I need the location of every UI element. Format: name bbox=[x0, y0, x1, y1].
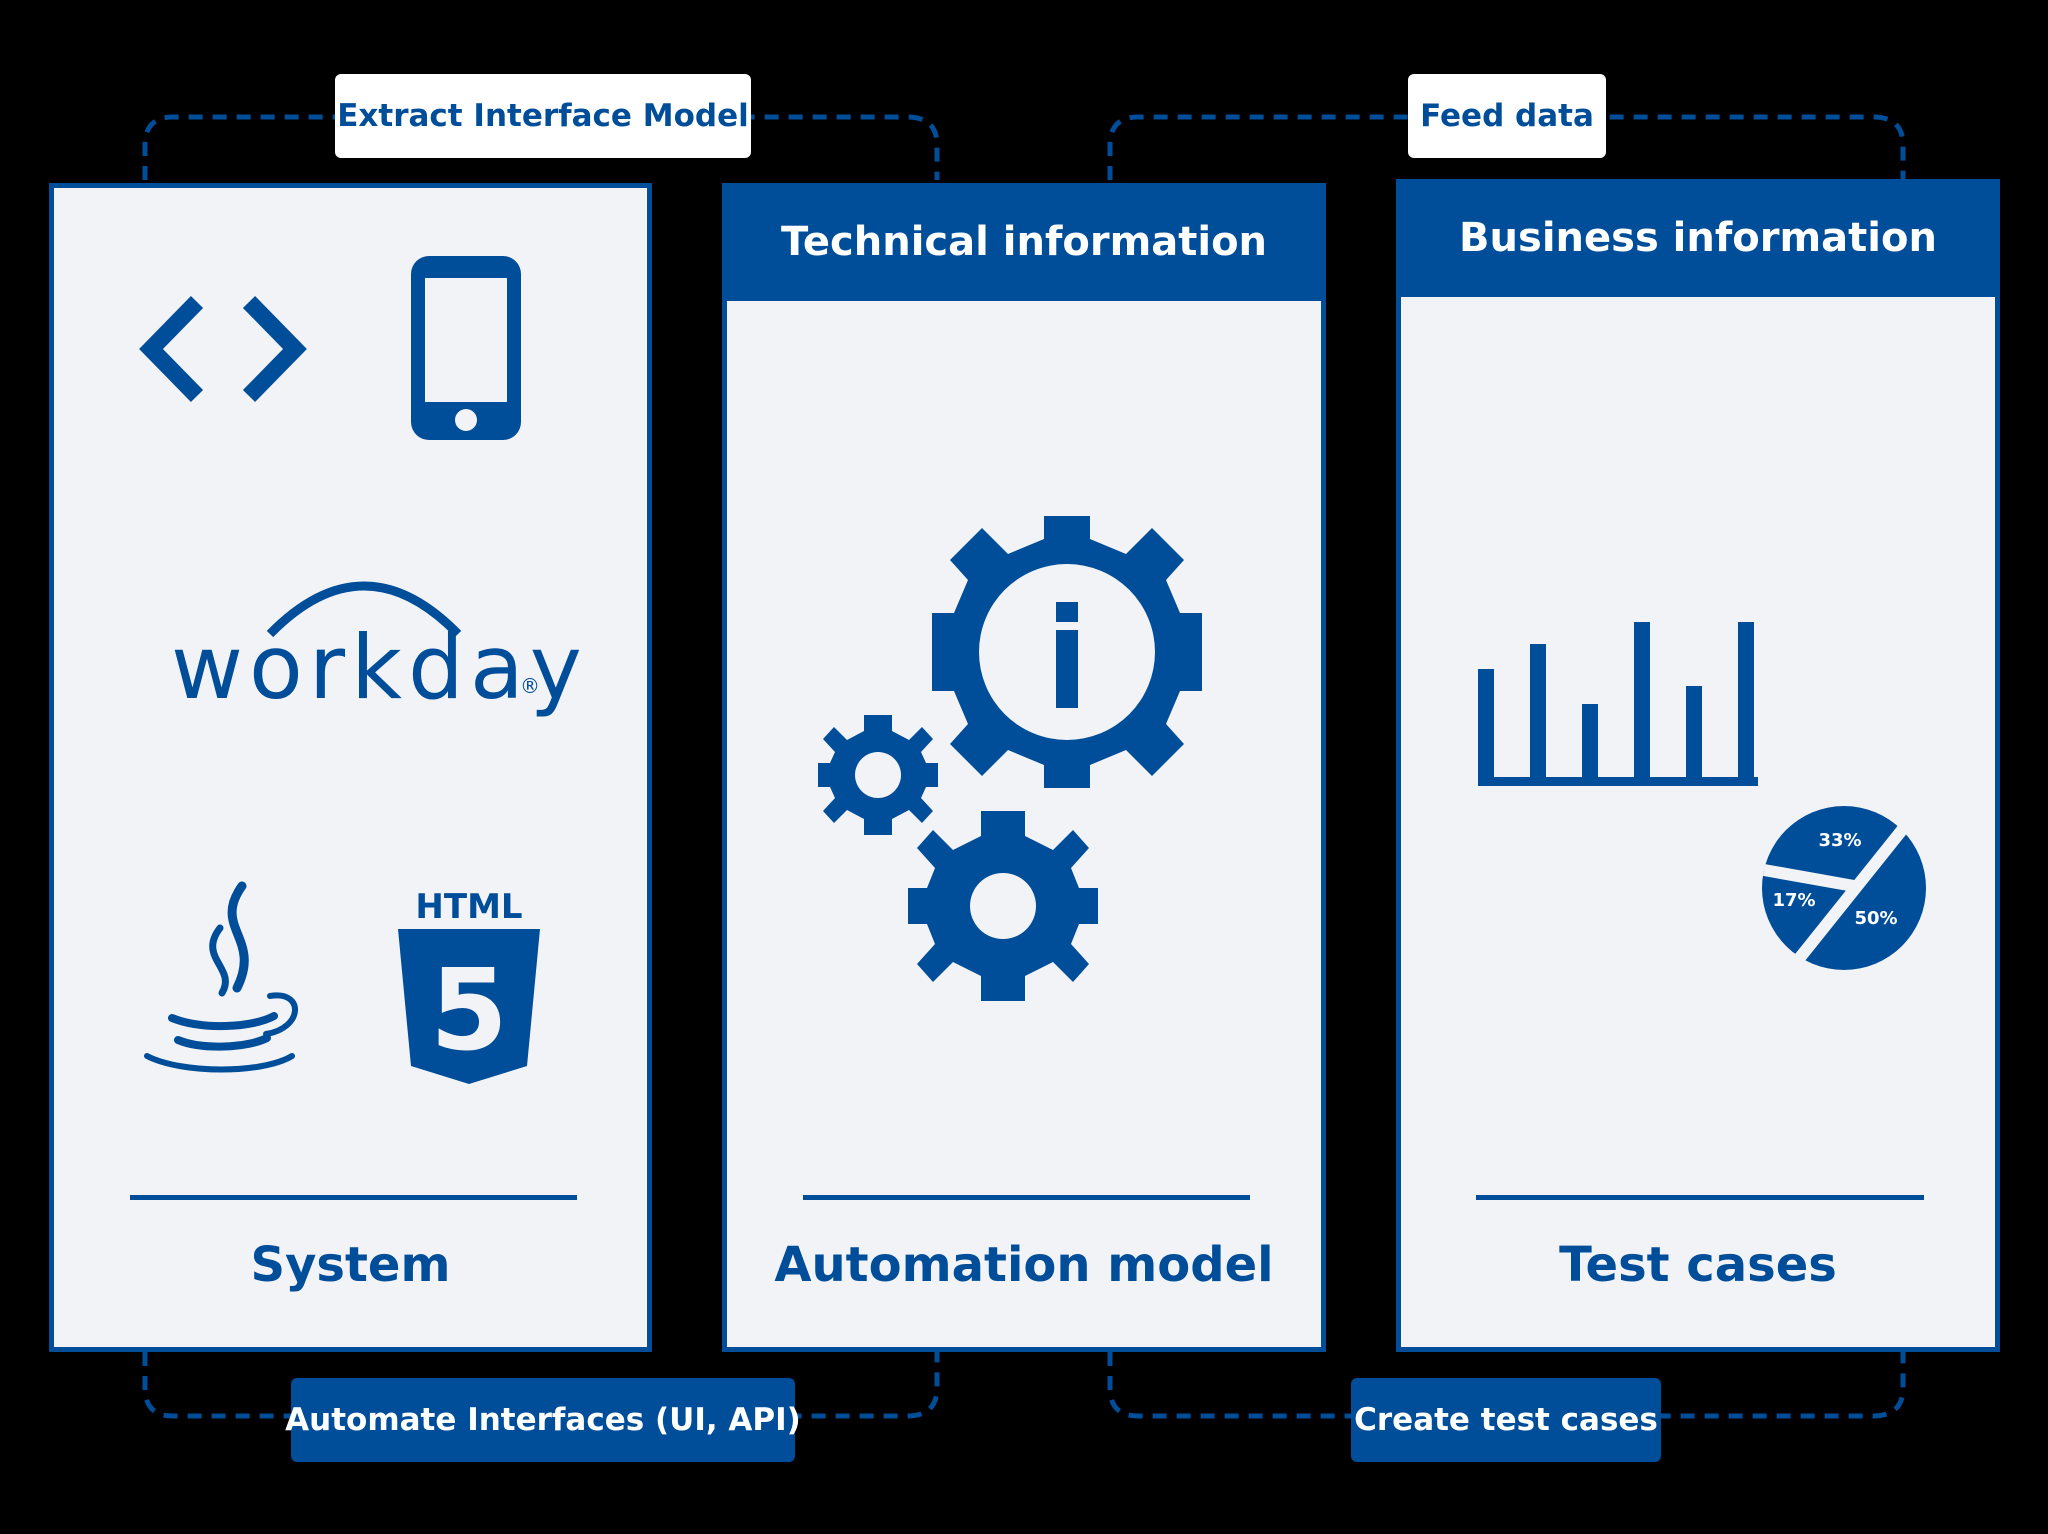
medium-gear-icon bbox=[908, 811, 1098, 1001]
workday-wordmark: workday bbox=[171, 616, 588, 719]
system-footer-label: System bbox=[250, 1237, 451, 1293]
html5-logo: HTML 5 bbox=[398, 887, 540, 1084]
technical-panel-header: Technical information bbox=[722, 183, 1326, 301]
pie-slice-label: 33% bbox=[1818, 830, 1861, 851]
workday-arc bbox=[266, 581, 462, 638]
html5-number: 5 bbox=[430, 946, 508, 1076]
connector-feed bbox=[1107, 114, 1906, 180]
business-panel-header: Business information bbox=[1396, 179, 2000, 297]
smartphone-icon bbox=[411, 256, 521, 440]
gear-info-icon bbox=[932, 516, 1202, 788]
pie-chart-icon: 33% 17% 50% bbox=[1762, 806, 1926, 970]
business-divider bbox=[1476, 1195, 1924, 1200]
business-panel: Business information 33% 17% 50% Test ca… bbox=[1396, 179, 2000, 1352]
pie-slice-label: 50% bbox=[1854, 908, 1897, 929]
system-panel: workday ® HTML 5 System bbox=[49, 183, 652, 1352]
technical-divider bbox=[803, 1195, 1250, 1200]
connector-create bbox=[1107, 1352, 1906, 1419]
connector-automate bbox=[142, 1352, 940, 1419]
feed-data-tag: Feed data bbox=[1408, 74, 1606, 158]
extract-interface-model-tag: Extract Interface Model bbox=[335, 74, 751, 158]
small-gear-icon bbox=[818, 715, 938, 835]
technical-panel: Technical information Automation model bbox=[722, 183, 1326, 1352]
business-footer-label: Test cases bbox=[1559, 1237, 1837, 1293]
automate-interfaces-tag: Automate Interfaces (UI, API) bbox=[285, 1378, 801, 1462]
java-logo bbox=[144, 881, 298, 1073]
workday-registered-mark: ® bbox=[520, 674, 540, 698]
technical-footer-label: Automation model bbox=[774, 1237, 1274, 1293]
code-brackets-icon bbox=[139, 296, 307, 402]
connector-extract bbox=[142, 114, 940, 180]
bar-chart-icon bbox=[1478, 622, 1758, 786]
pie-slice-label: 17% bbox=[1772, 890, 1815, 911]
create-test-cases-tag: Create test cases bbox=[1351, 1378, 1661, 1462]
system-divider bbox=[130, 1195, 577, 1200]
html5-text: HTML bbox=[415, 887, 522, 927]
